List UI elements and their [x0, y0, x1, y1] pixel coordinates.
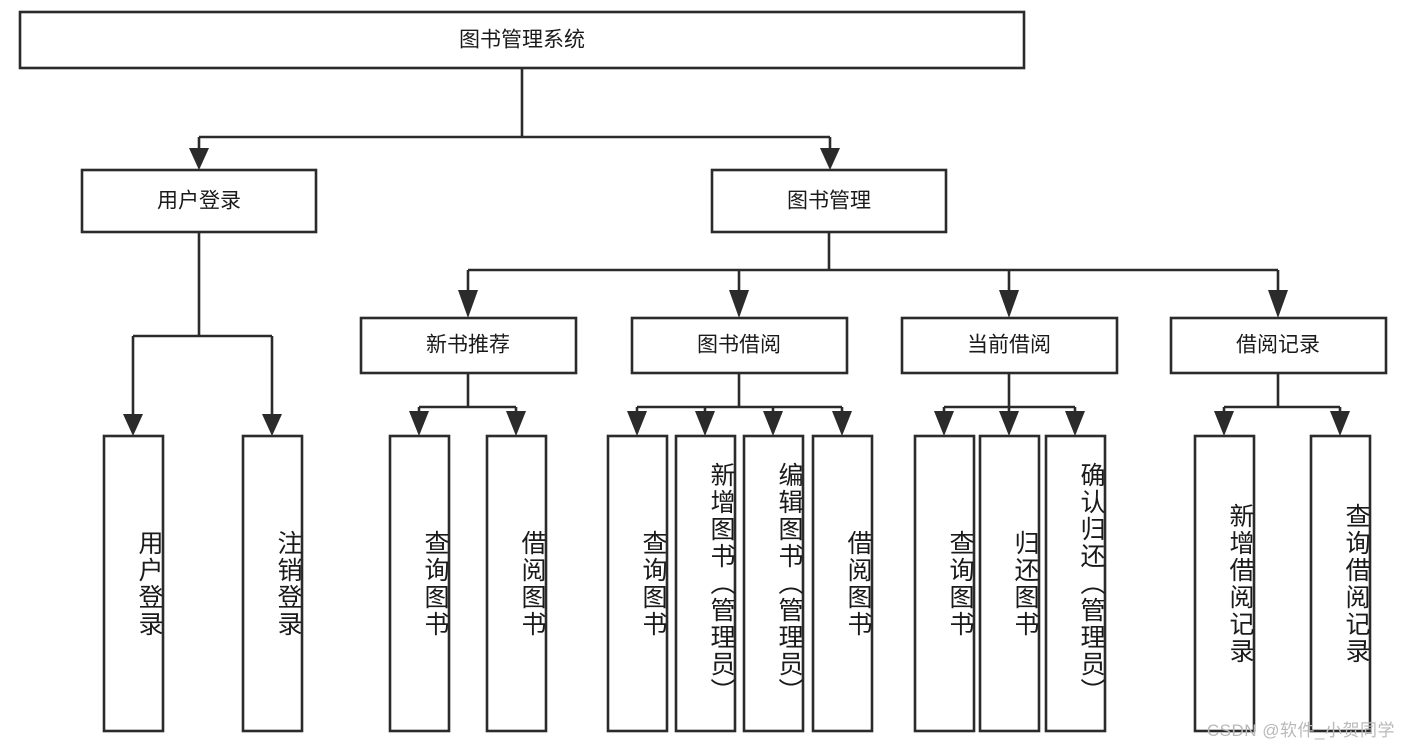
root-box — [18, 10, 1026, 70]
level1-label-1: 图书管理 — [787, 190, 871, 213]
leaf-box-new-book-0 — [388, 434, 451, 733]
root-label: 图书管理系统 — [459, 29, 585, 52]
node-root — [18, 10, 1026, 70]
connector-user-login-children — [123, 232, 282, 436]
leaf-box-new-book-1 — [485, 434, 548, 733]
leaf-box-book-borrow-1 — [674, 434, 737, 733]
level2-label-0: 新书推荐 — [426, 334, 510, 357]
csdn-watermark: CSDN @软件_小贺同学 — [1206, 721, 1395, 740]
leaf-box-current-borrow-2 — [1044, 434, 1107, 733]
connector-current-borrow-children — [934, 373, 1085, 436]
leaf-box-borrow-record-0 — [1193, 434, 1256, 733]
level2-label-3: 借阅记录 — [1236, 334, 1320, 357]
connector-borrow-record-children — [1214, 373, 1350, 436]
leaf-box-user-login-0 — [102, 434, 165, 733]
node-new-book-recommend — [359, 316, 578, 375]
level2-label-2: 当前借阅 — [967, 334, 1051, 357]
leaf-box-user-login-1 — [241, 434, 304, 733]
current-borrow-box — [900, 316, 1119, 375]
connector-new-book-recommend-children — [409, 373, 526, 436]
leaf-box-book-borrow-3 — [811, 434, 874, 733]
user-login-box — [80, 168, 318, 234]
level2-label-1: 图书借阅 — [697, 334, 781, 357]
leaf-box-current-borrow-1 — [978, 434, 1041, 733]
leaf-box-borrow-record-1 — [1309, 434, 1372, 733]
connector-book-borrow-children — [627, 373, 852, 436]
leaf-box-book-borrow-0 — [606, 434, 669, 733]
level1-label-0: 用户登录 — [157, 190, 241, 213]
node-user-login — [80, 168, 318, 234]
leaf-box-book-borrow-2 — [742, 434, 805, 733]
connector-root-split — [189, 68, 840, 170]
node-current-borrow — [900, 316, 1119, 375]
connector-book-management-children — [458, 232, 1288, 318]
new-book-recommend-box — [359, 316, 578, 375]
leaf-box-current-borrow-0 — [913, 434, 976, 733]
